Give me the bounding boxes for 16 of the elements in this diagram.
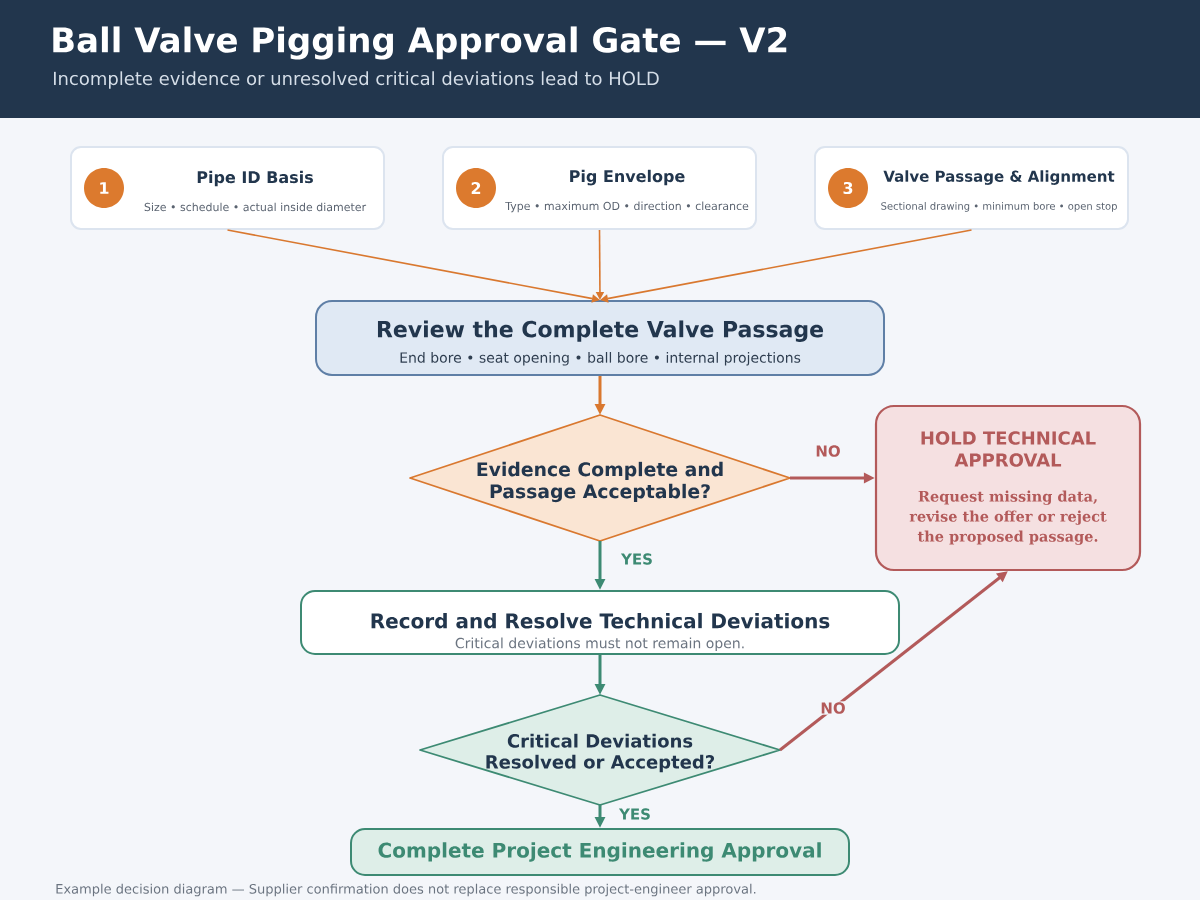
number-badge: 1 xyxy=(84,168,124,208)
edge-label: YES xyxy=(620,552,654,566)
number-badge: 3 xyxy=(828,168,868,208)
edge-label: YES xyxy=(618,807,652,821)
edge-label: NO xyxy=(819,701,847,715)
number-badge: 2 xyxy=(456,168,496,208)
edge-label: NO xyxy=(814,444,842,458)
process-box: Record and Resolve Technical Deviations Critical deviations must not remain open. xyxy=(300,590,900,655)
subtitle: Incomplete evidence or unresolved critical deviations lead to HOLD xyxy=(53,71,659,89)
title: Ball Valve Pigging Approval Gate — V2 xyxy=(53,26,787,60)
footnote: Example decision diagram — Supplier confirmation does not replace responsible project-engineer approval. xyxy=(56,883,756,897)
outcome-box: HOLD TECHNICAL APPROVAL Request missing data, revise the offer or reject the proposed passage. xyxy=(874,404,1142,572)
arrow xyxy=(600,229,973,303)
arrow xyxy=(226,229,600,303)
outcome-box: Complete Project Engineering Approval xyxy=(350,828,850,876)
process-box: Review the Complete Valve Passage End bore • seat opening • ball bore • internal projections xyxy=(315,300,885,376)
